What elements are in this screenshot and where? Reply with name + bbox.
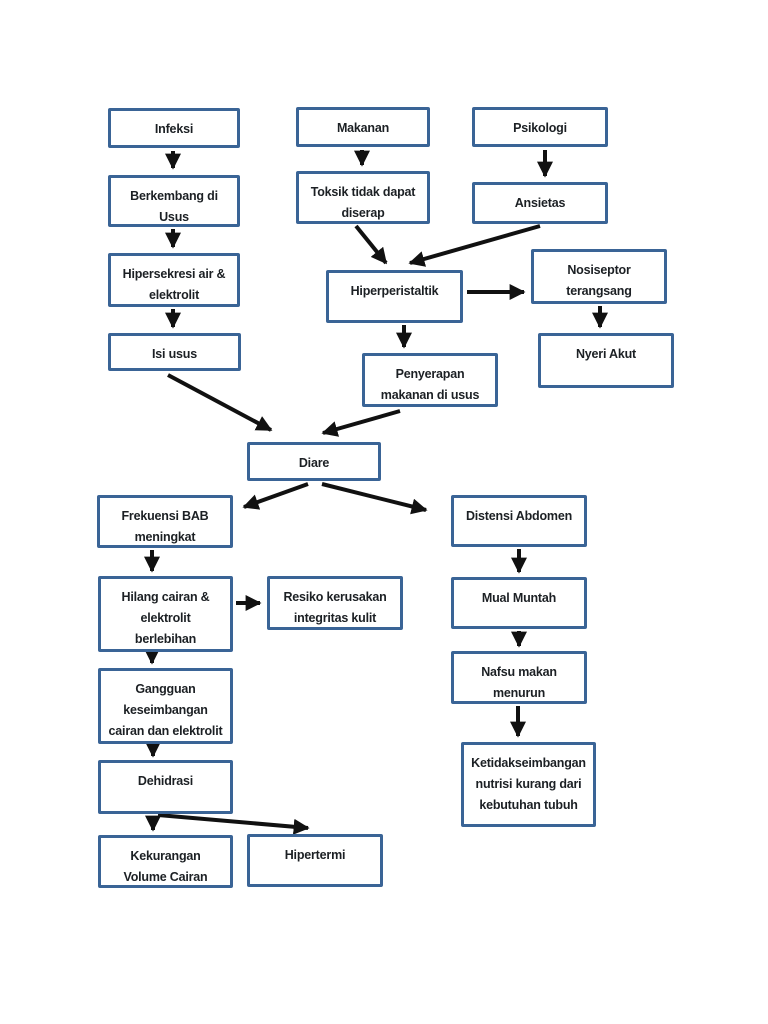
node-penyerapan-makanan-di-usus: Penyerapan makanan di usus bbox=[362, 353, 498, 407]
node-dehidrasi: Dehidrasi bbox=[98, 760, 233, 814]
node-hilang-cairan-elektrolit-berlebihan: Hilang cairan & elektrolit berlebihan bbox=[98, 576, 233, 652]
node-toksik-tidak-dapat-diserap: Toksik tidak dapat diserap bbox=[296, 171, 430, 224]
node-diare: Diare bbox=[247, 442, 381, 481]
node-isi-usus: Isi usus bbox=[108, 333, 241, 371]
node-gangguan-keseimbangan: Gangguan keseimbangan cairan dan elektro… bbox=[98, 668, 233, 744]
edge-penyerapan-diare bbox=[321, 409, 401, 437]
node-ansietas: Ansietas bbox=[472, 182, 608, 224]
node-mual-muntah: Mual Muntah bbox=[451, 577, 587, 629]
edge-dehidrasi-hipertermi bbox=[157, 813, 310, 835]
node-nafsu-makan-menurun: Nafsu makan menurun bbox=[451, 651, 587, 704]
node-kekurangan-volume-cairan: Kekurangan Volume Cairan bbox=[98, 835, 233, 888]
node-hipertermi: Hipertermi bbox=[247, 834, 383, 887]
node-nyeri-akut: Nyeri Akut bbox=[538, 333, 674, 388]
edge-ansietas-hiperperistaltik bbox=[408, 224, 541, 267]
node-psikologi: Psikologi bbox=[472, 107, 608, 147]
node-makanan: Makanan bbox=[296, 107, 430, 147]
node-distensi-abdomen: Distensi Abdomen bbox=[451, 495, 587, 547]
edge-diare-distensi bbox=[321, 482, 428, 515]
node-berkembang-di-usus: Berkembang di Usus bbox=[108, 175, 240, 227]
edge-toksik-hiperperistaltik bbox=[354, 224, 388, 265]
node-ketidakseimbangan-nutrisi: Ketidakseimbangan nutrisi kurang dari ke… bbox=[461, 742, 596, 827]
node-infeksi: Infeksi bbox=[108, 108, 240, 148]
node-hiperperistaltik: Hiperperistaltik bbox=[326, 270, 463, 323]
edge-diare-frekuensibab bbox=[242, 482, 309, 510]
node-frekuensi-bab-meningkat: Frekuensi BAB meningkat bbox=[97, 495, 233, 548]
node-nosiseptor-terangsang: Nosiseptor terangsang bbox=[531, 249, 667, 304]
edge-isiusus-diare bbox=[167, 373, 273, 432]
node-hipersekresi-air-elektrolit: Hipersekresi air & elektrolit bbox=[108, 253, 240, 307]
node-resiko-kerusakan-integritas-kulit: Resiko kerusakan integritas kulit bbox=[267, 576, 403, 630]
